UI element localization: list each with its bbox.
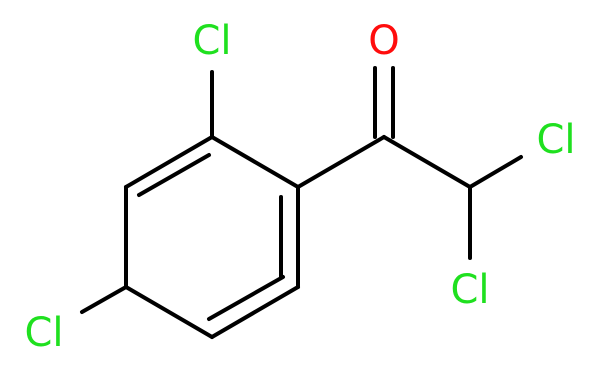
bond-c1-carbonyl: [296, 135, 386, 189]
atom-label-chlorine-alpha-right: Cl: [536, 117, 575, 163]
atom-label-chlorine-ortho: Cl: [192, 18, 231, 64]
ring-bond-c5-c6: [210, 285, 300, 339]
atom-label-oxygen: O: [368, 18, 399, 64]
bond-c4-cl-para: [80, 285, 128, 314]
ring-bond-c2-c3-inner: [137, 153, 211, 197]
bond-lines: [80, 66, 523, 339]
ring-bond-c2-c3: [124, 135, 214, 189]
ring-bond-c4-c5: [124, 285, 214, 339]
ring-bond-c5-c6-inner: [207, 275, 285, 321]
atom-labels: O Cl Cl Cl Cl: [24, 18, 575, 356]
atom-label-chlorine-alpha-bottom: Cl: [450, 267, 489, 313]
atom-label-chlorine-para: Cl: [24, 310, 63, 356]
bond-alpha-cl-right: [468, 155, 523, 189]
bond-carbonyl-alpha: [382, 135, 472, 189]
ring-bond-c1-c2: [210, 135, 300, 189]
